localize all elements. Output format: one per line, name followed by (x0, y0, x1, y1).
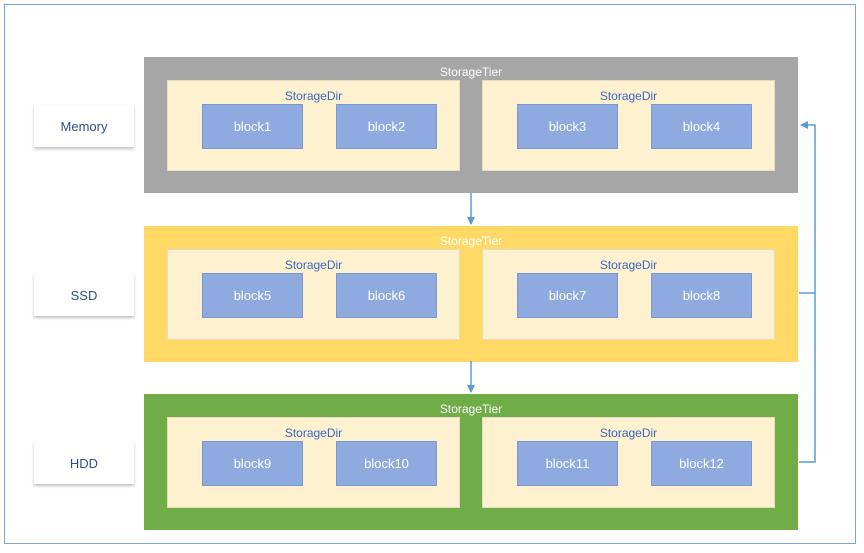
block-2: block2 (336, 104, 437, 149)
storage-tier-title: StorageTier (439, 402, 503, 416)
arrow-hdd-to-memory (799, 293, 816, 463)
block-4: block4 (651, 104, 752, 149)
block-8: block8 (651, 273, 752, 318)
storage-dir: StorageDir block3 block4 (482, 80, 775, 171)
storage-tier-title: StorageTier (439, 65, 503, 79)
storage-dir-title: StorageDir (284, 89, 343, 103)
block-11: block11 (517, 441, 618, 486)
storage-dir: StorageDir block9 block10 (167, 417, 460, 508)
tier-label-hdd: HDD (34, 442, 134, 484)
block-12: block12 (651, 441, 752, 486)
storage-tier-title: StorageTier (439, 234, 503, 248)
block-9: block9 (202, 441, 303, 486)
storage-dir-title: StorageDir (599, 89, 658, 103)
tier-label-memory: Memory (34, 105, 134, 147)
storage-tier-ssd: StorageTier StorageDir block5 block6 Sto… (144, 226, 798, 362)
storage-tier-memory: StorageTier StorageDir block1 block2 Sto… (144, 57, 798, 193)
block-1: block1 (202, 104, 303, 149)
block-10: block10 (336, 441, 437, 486)
block-6: block6 (336, 273, 437, 318)
storage-dir: StorageDir block7 block8 (482, 249, 775, 340)
storage-dir: StorageDir block1 block2 (167, 80, 460, 171)
storage-dir-title: StorageDir (599, 426, 658, 440)
tier-label-ssd: SSD (34, 274, 134, 316)
arrow-ssd-to-memory (799, 121, 816, 294)
storage-dir: StorageDir block5 block6 (167, 249, 460, 340)
block-5: block5 (202, 273, 303, 318)
storage-dir-title: StorageDir (284, 426, 343, 440)
storage-dir: StorageDir block11 block12 (482, 417, 775, 508)
block-3: block3 (517, 104, 618, 149)
storage-dir-title: StorageDir (284, 258, 343, 272)
storage-dir-title: StorageDir (599, 258, 658, 272)
storage-tier-hdd: StorageTier StorageDir block9 block10 St… (144, 394, 798, 530)
block-7: block7 (517, 273, 618, 318)
